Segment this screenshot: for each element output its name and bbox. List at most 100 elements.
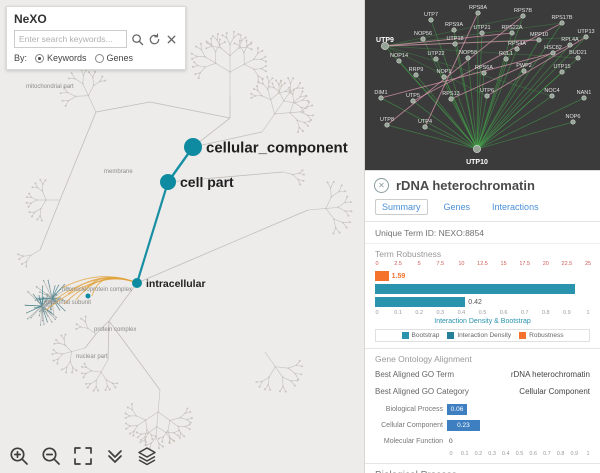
radio-keywords-label: Keywords: [47, 53, 87, 63]
axis-tick: 0.8: [556, 451, 565, 457]
gene-node[interactable]: UTP13: [577, 29, 595, 40]
gene-label: UTP7: [424, 12, 438, 18]
tree-node[interactable]: intracellular: [132, 278, 206, 290]
gene-node[interactable]: UTP15: [553, 64, 571, 75]
axis-tick: 0.3: [488, 451, 496, 457]
gene-node[interactable]: HSC82: [544, 45, 562, 56]
axis-tick: 0.2: [415, 310, 424, 316]
chart-bar-row: 0.42: [375, 297, 590, 307]
gene-node[interactable]: NOP14: [390, 53, 408, 64]
legend-label: Interaction Density: [457, 332, 512, 339]
tab-interactions[interactable]: Interactions: [492, 202, 539, 212]
axis-tick: 0.7: [543, 451, 551, 457]
gene-label: RPS7B: [514, 8, 532, 14]
axis-tick: 22.5: [561, 261, 573, 267]
search-input[interactable]: [14, 30, 127, 48]
gene-node[interactable]: UTP9: [376, 37, 394, 50]
gene-node[interactable]: NOC4: [544, 88, 560, 99]
gene-node[interactable]: UTP21: [473, 25, 491, 36]
gene-node[interactable]: UTP22: [427, 51, 445, 62]
axis-tick: 0.5: [478, 310, 487, 316]
gene-node[interactable]: UTP5: [406, 93, 420, 104]
unique-term-id: Unique Term ID: NEXO:8854: [365, 222, 600, 244]
gene-label: RPS22A: [501, 25, 522, 31]
gene-node[interactable]: RPS6A: [475, 65, 493, 76]
tab-summary[interactable]: Summary: [375, 199, 428, 215]
zoom-in-button[interactable]: [8, 445, 30, 467]
gene-node[interactable]: BUD21: [569, 50, 587, 61]
radio-keywords[interactable]: Keywords: [35, 53, 87, 63]
gene-node[interactable]: NOP56: [414, 31, 432, 42]
axis-tick: 1: [586, 451, 590, 457]
tree-term-label: ribosomal subunit: [44, 300, 91, 306]
gene-label: RPS13: [442, 91, 459, 97]
tab-genes[interactable]: Genes: [443, 202, 471, 212]
gene-label: DIM1: [374, 90, 387, 96]
axis-tick: 0.2: [474, 451, 483, 457]
layers-button[interactable]: [136, 445, 158, 467]
close-icon[interactable]: ✕: [374, 178, 389, 193]
axis-tick: 0.4: [501, 451, 510, 457]
gene-label: RPS4A: [508, 41, 526, 47]
radio-genes-dot[interactable]: [94, 53, 104, 63]
gene-node[interactable]: RPS9A: [445, 22, 463, 33]
legend-item: Robustness: [519, 332, 564, 339]
gene-node[interactable]: RPS13: [442, 91, 460, 102]
gene-node[interactable]: MPP10: [530, 32, 548, 43]
gene-node[interactable]: NOP6: [566, 114, 581, 125]
gene-label: PWP2: [516, 63, 532, 69]
gene-node[interactable]: NOP1: [437, 69, 452, 80]
gene-node[interactable]: UTP6: [480, 88, 494, 99]
gene-node[interactable]: RPS8A: [469, 5, 487, 16]
gene-label: UTP4: [418, 119, 432, 125]
fit-to-screen-button[interactable]: [72, 445, 94, 467]
alignment-bar: 0.06: [447, 404, 467, 415]
gene-node[interactable]: PWP2: [516, 63, 532, 74]
axis-tick: 10: [458, 261, 465, 267]
zoom-out-button[interactable]: [40, 445, 62, 467]
gene-node[interactable]: UTP10: [466, 145, 488, 166]
gene-node[interactable]: NOP58: [459, 50, 477, 61]
clear-icon[interactable]: [165, 33, 178, 46]
gene-node[interactable]: UTP18: [446, 36, 464, 47]
canvas-toolbar: [8, 445, 158, 467]
gene-node[interactable]: UTP8: [380, 117, 394, 128]
radio-keywords-dot[interactable]: [35, 53, 45, 63]
gene-label: UTP21: [473, 25, 490, 31]
gene-node[interactable]: RPS17B: [551, 15, 573, 26]
alignment-bar-plot: 0: [447, 436, 590, 447]
axis-tick: 0: [375, 310, 379, 316]
gene-label: RPS8A: [469, 5, 487, 11]
search-panel: NeXO By: Keywords: [6, 6, 186, 70]
gene-node[interactable]: RRP9: [409, 67, 424, 78]
gene-node[interactable]: NAN1: [577, 90, 592, 101]
radio-genes[interactable]: Genes: [94, 53, 133, 63]
gene-node[interactable]: RPS4A: [508, 41, 526, 52]
reset-icon[interactable]: [148, 33, 161, 46]
gene-node[interactable]: UTP7: [424, 12, 438, 23]
search-icon[interactable]: [131, 33, 144, 46]
gene-node[interactable]: RPL4A: [561, 37, 579, 48]
by-label: By:: [14, 53, 28, 63]
section-divider: [365, 348, 600, 349]
gene-node[interactable]: RCL1: [499, 51, 513, 62]
tree-node[interactable]: cell part: [160, 174, 234, 190]
gene-node[interactable]: RPS22A: [501, 25, 523, 36]
gene-node[interactable]: UTP4: [418, 119, 432, 130]
gene-label: NOC4: [544, 88, 559, 94]
gene-node[interactable]: DIM1: [374, 90, 388, 101]
gene-node[interactable]: RPS7B: [514, 8, 532, 19]
tree-term-label: mitochondrial part: [26, 84, 74, 90]
zoom-in-icon: [10, 447, 28, 465]
tree-node[interactable]: cellular_component: [184, 138, 348, 156]
expand-depth-button[interactable]: [104, 445, 126, 467]
